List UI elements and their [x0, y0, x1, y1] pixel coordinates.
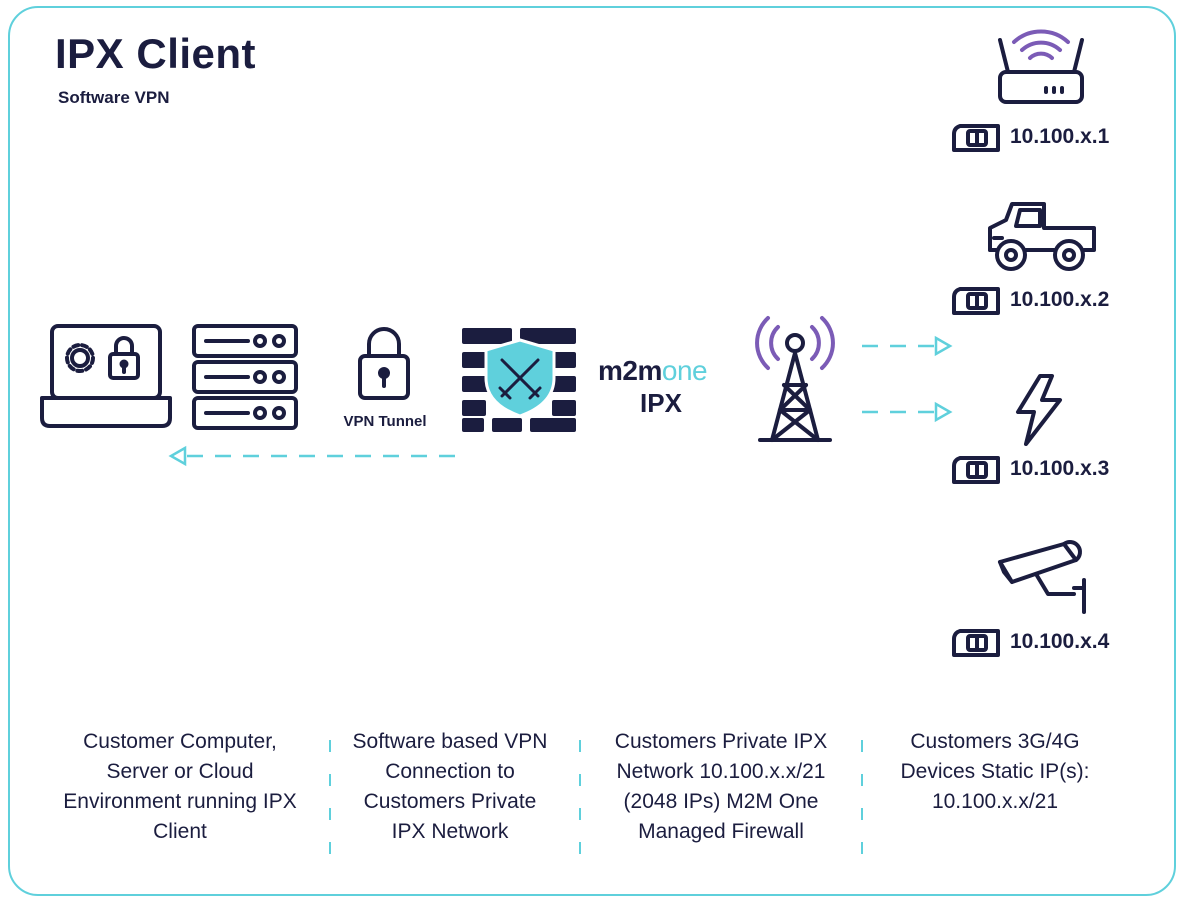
page-subtitle: Software VPN: [58, 88, 170, 107]
security-camera-icon: [998, 540, 1086, 614]
sim-card-icon: [952, 124, 1000, 657]
network-label: IPX: [640, 388, 682, 418]
device-ip-2: 10.100.x.2: [1010, 288, 1110, 311]
firewall-icon: [462, 328, 576, 432]
page-title: IPX Client: [55, 30, 257, 77]
arrow-to-devices-lower: [862, 401, 953, 423]
column-network-description: Customers Private IPX Network 10.100.x.x…: [614, 730, 828, 843]
truck-icon: [988, 202, 1096, 271]
device-ip-3: 10.100.x.3: [1010, 457, 1110, 480]
device-ip-1: 10.100.x.1: [1010, 125, 1110, 148]
laptop-lock-icon: [40, 324, 172, 428]
brand-logo: m2mone: [598, 355, 708, 387]
column-client-description: Customer Computer, Server or Cloud Envir…: [63, 730, 297, 843]
brand-suffix: one: [661, 355, 708, 386]
column-vpn-description: Software based VPN Connection to Custome…: [352, 730, 548, 843]
lightning-icon: [1016, 374, 1062, 446]
column-devices-description: Customers 3G/4G Devices Static IP(s): 10…: [900, 730, 1090, 813]
router-icon: [998, 29, 1084, 104]
cell-tower-icon: [755, 316, 835, 442]
padlock-icon: [358, 327, 410, 400]
brand-prefix: m2m: [598, 355, 662, 386]
server-rack-icon: [192, 324, 298, 430]
diagram-frame: [8, 6, 1176, 896]
arrow-to-client: [168, 445, 455, 467]
arrow-to-devices-upper: [862, 335, 953, 357]
vpn-tunnel-label: VPN Tunnel: [343, 413, 427, 430]
column-dividers: [329, 740, 863, 870]
device-ip-4: 10.100.x.4: [1010, 630, 1110, 653]
